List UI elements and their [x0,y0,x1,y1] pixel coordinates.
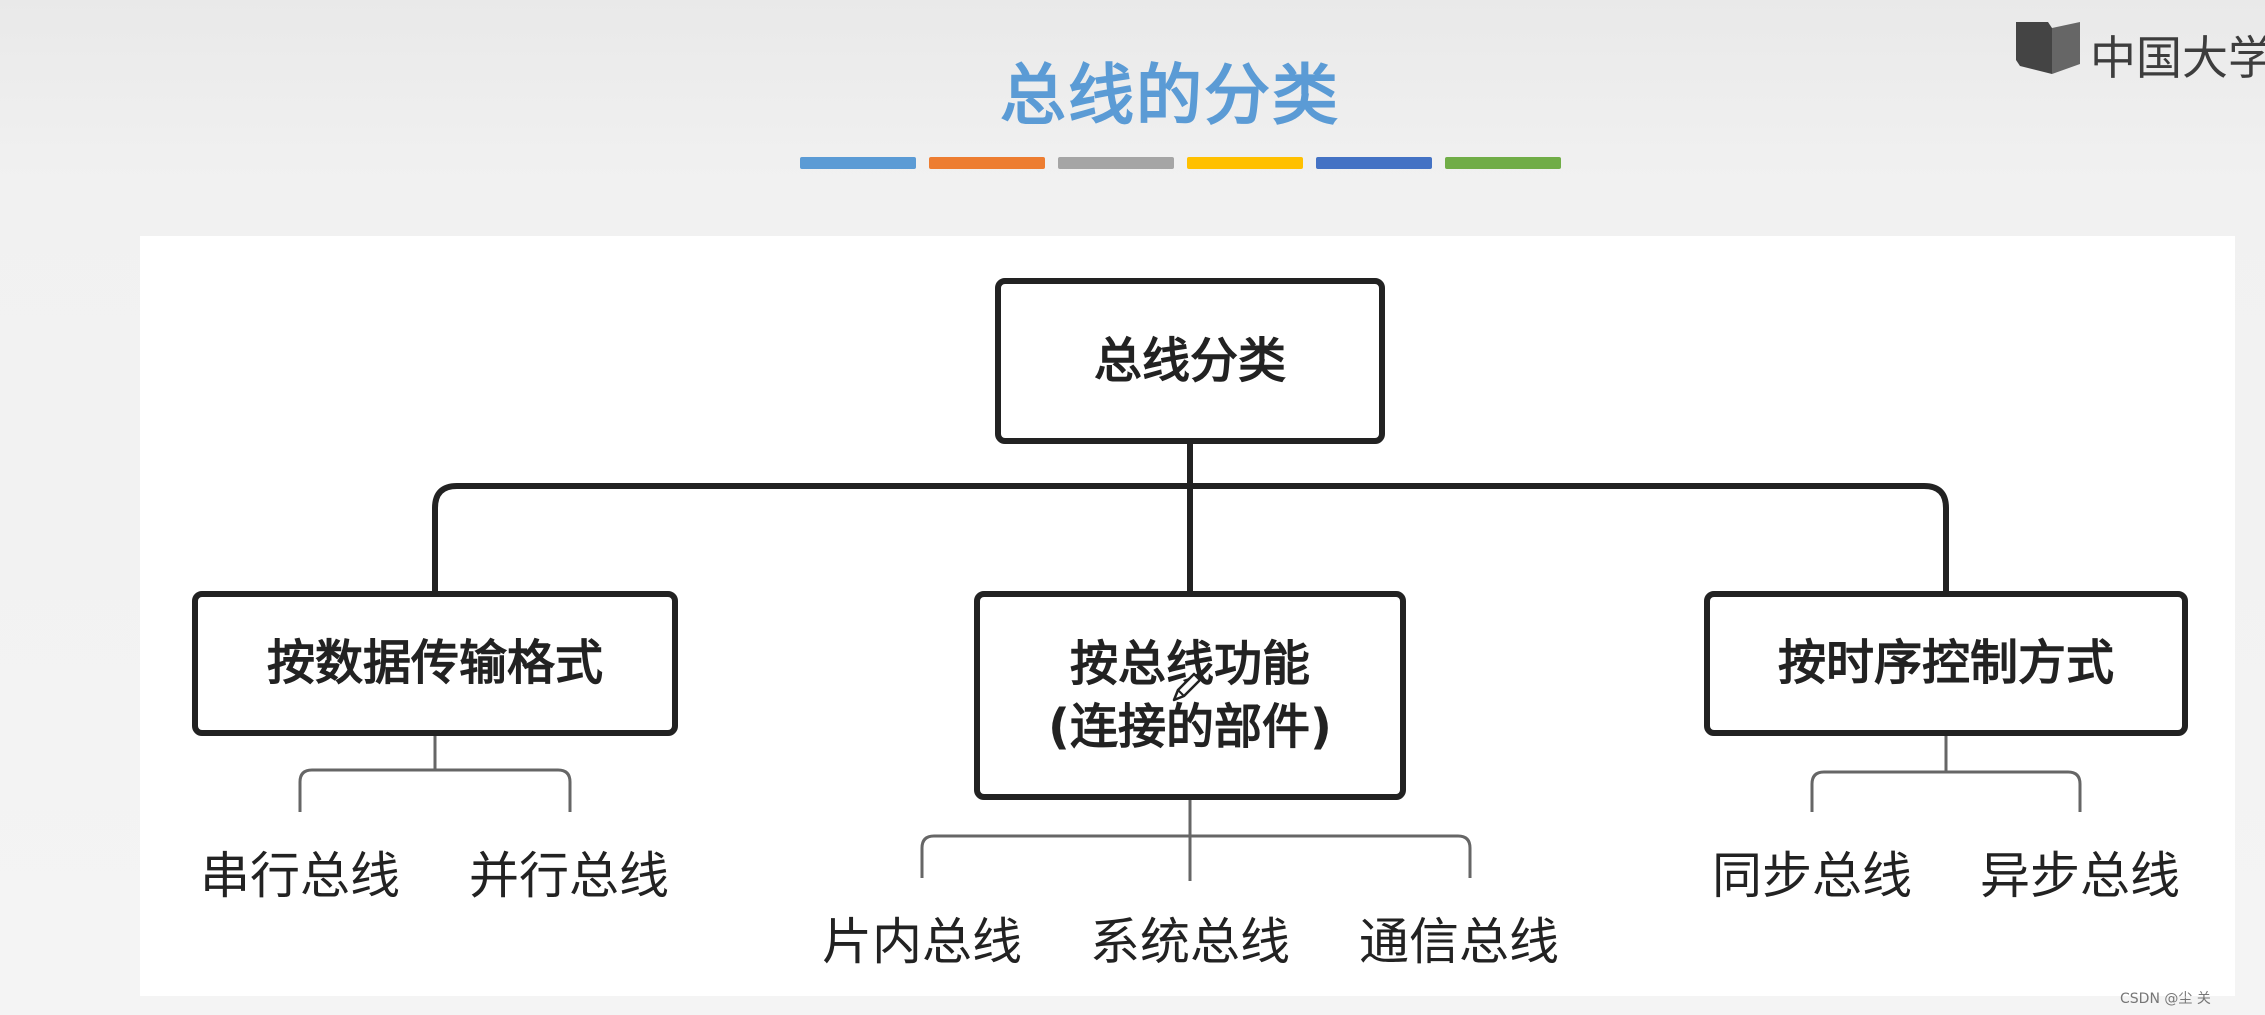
category-node-timing: 按时序控制方式 [1704,591,2188,736]
bracket-middle [920,834,1472,878]
leaf-system-bus: 系统总线 [1090,913,1290,971]
diagram-panel: 总线分类 按数据传输格式 按总线功能 (连接的部件) 按时序控制方式 串行总线 … [140,236,2235,996]
category-node-function: 按总线功能 (连接的部件) [974,591,1406,800]
pen-cursor-icon [1172,672,1202,702]
stripe-5 [1316,157,1432,169]
stripe-1 [800,157,916,169]
stripe-4 [1187,157,1303,169]
leaf-communication-bus: 通信总线 [1359,913,1559,971]
category-node-format: 按数据传输格式 [192,591,678,736]
bracket-left [298,768,572,812]
stripe-3 [1058,157,1174,169]
leaf-parallel-bus: 并行总线 [469,847,669,905]
stripe-6 [1445,157,1561,169]
bracket-right [1810,770,2082,812]
logo-text: 中国大学M [2090,31,2265,78]
leaf-sync-bus: 同步总线 [1712,847,1912,905]
leaf-on-chip-bus: 片内总线 [822,913,1022,971]
book-logo-icon [2016,22,2080,74]
watermark: CSDN @尘 关 [2120,991,2211,1007]
logo: 中国大学M [2014,18,2265,78]
connector-top-bus [432,483,1949,679]
stripe-2 [929,157,1045,169]
leaf-serial-bus: 串行总线 [200,847,400,905]
leaf-async-bus: 异步总线 [1980,847,2180,905]
root-node: 总线分类 [995,278,1385,444]
connector-lines [298,441,2082,881]
page-title: 总线的分类 [1000,57,1340,134]
